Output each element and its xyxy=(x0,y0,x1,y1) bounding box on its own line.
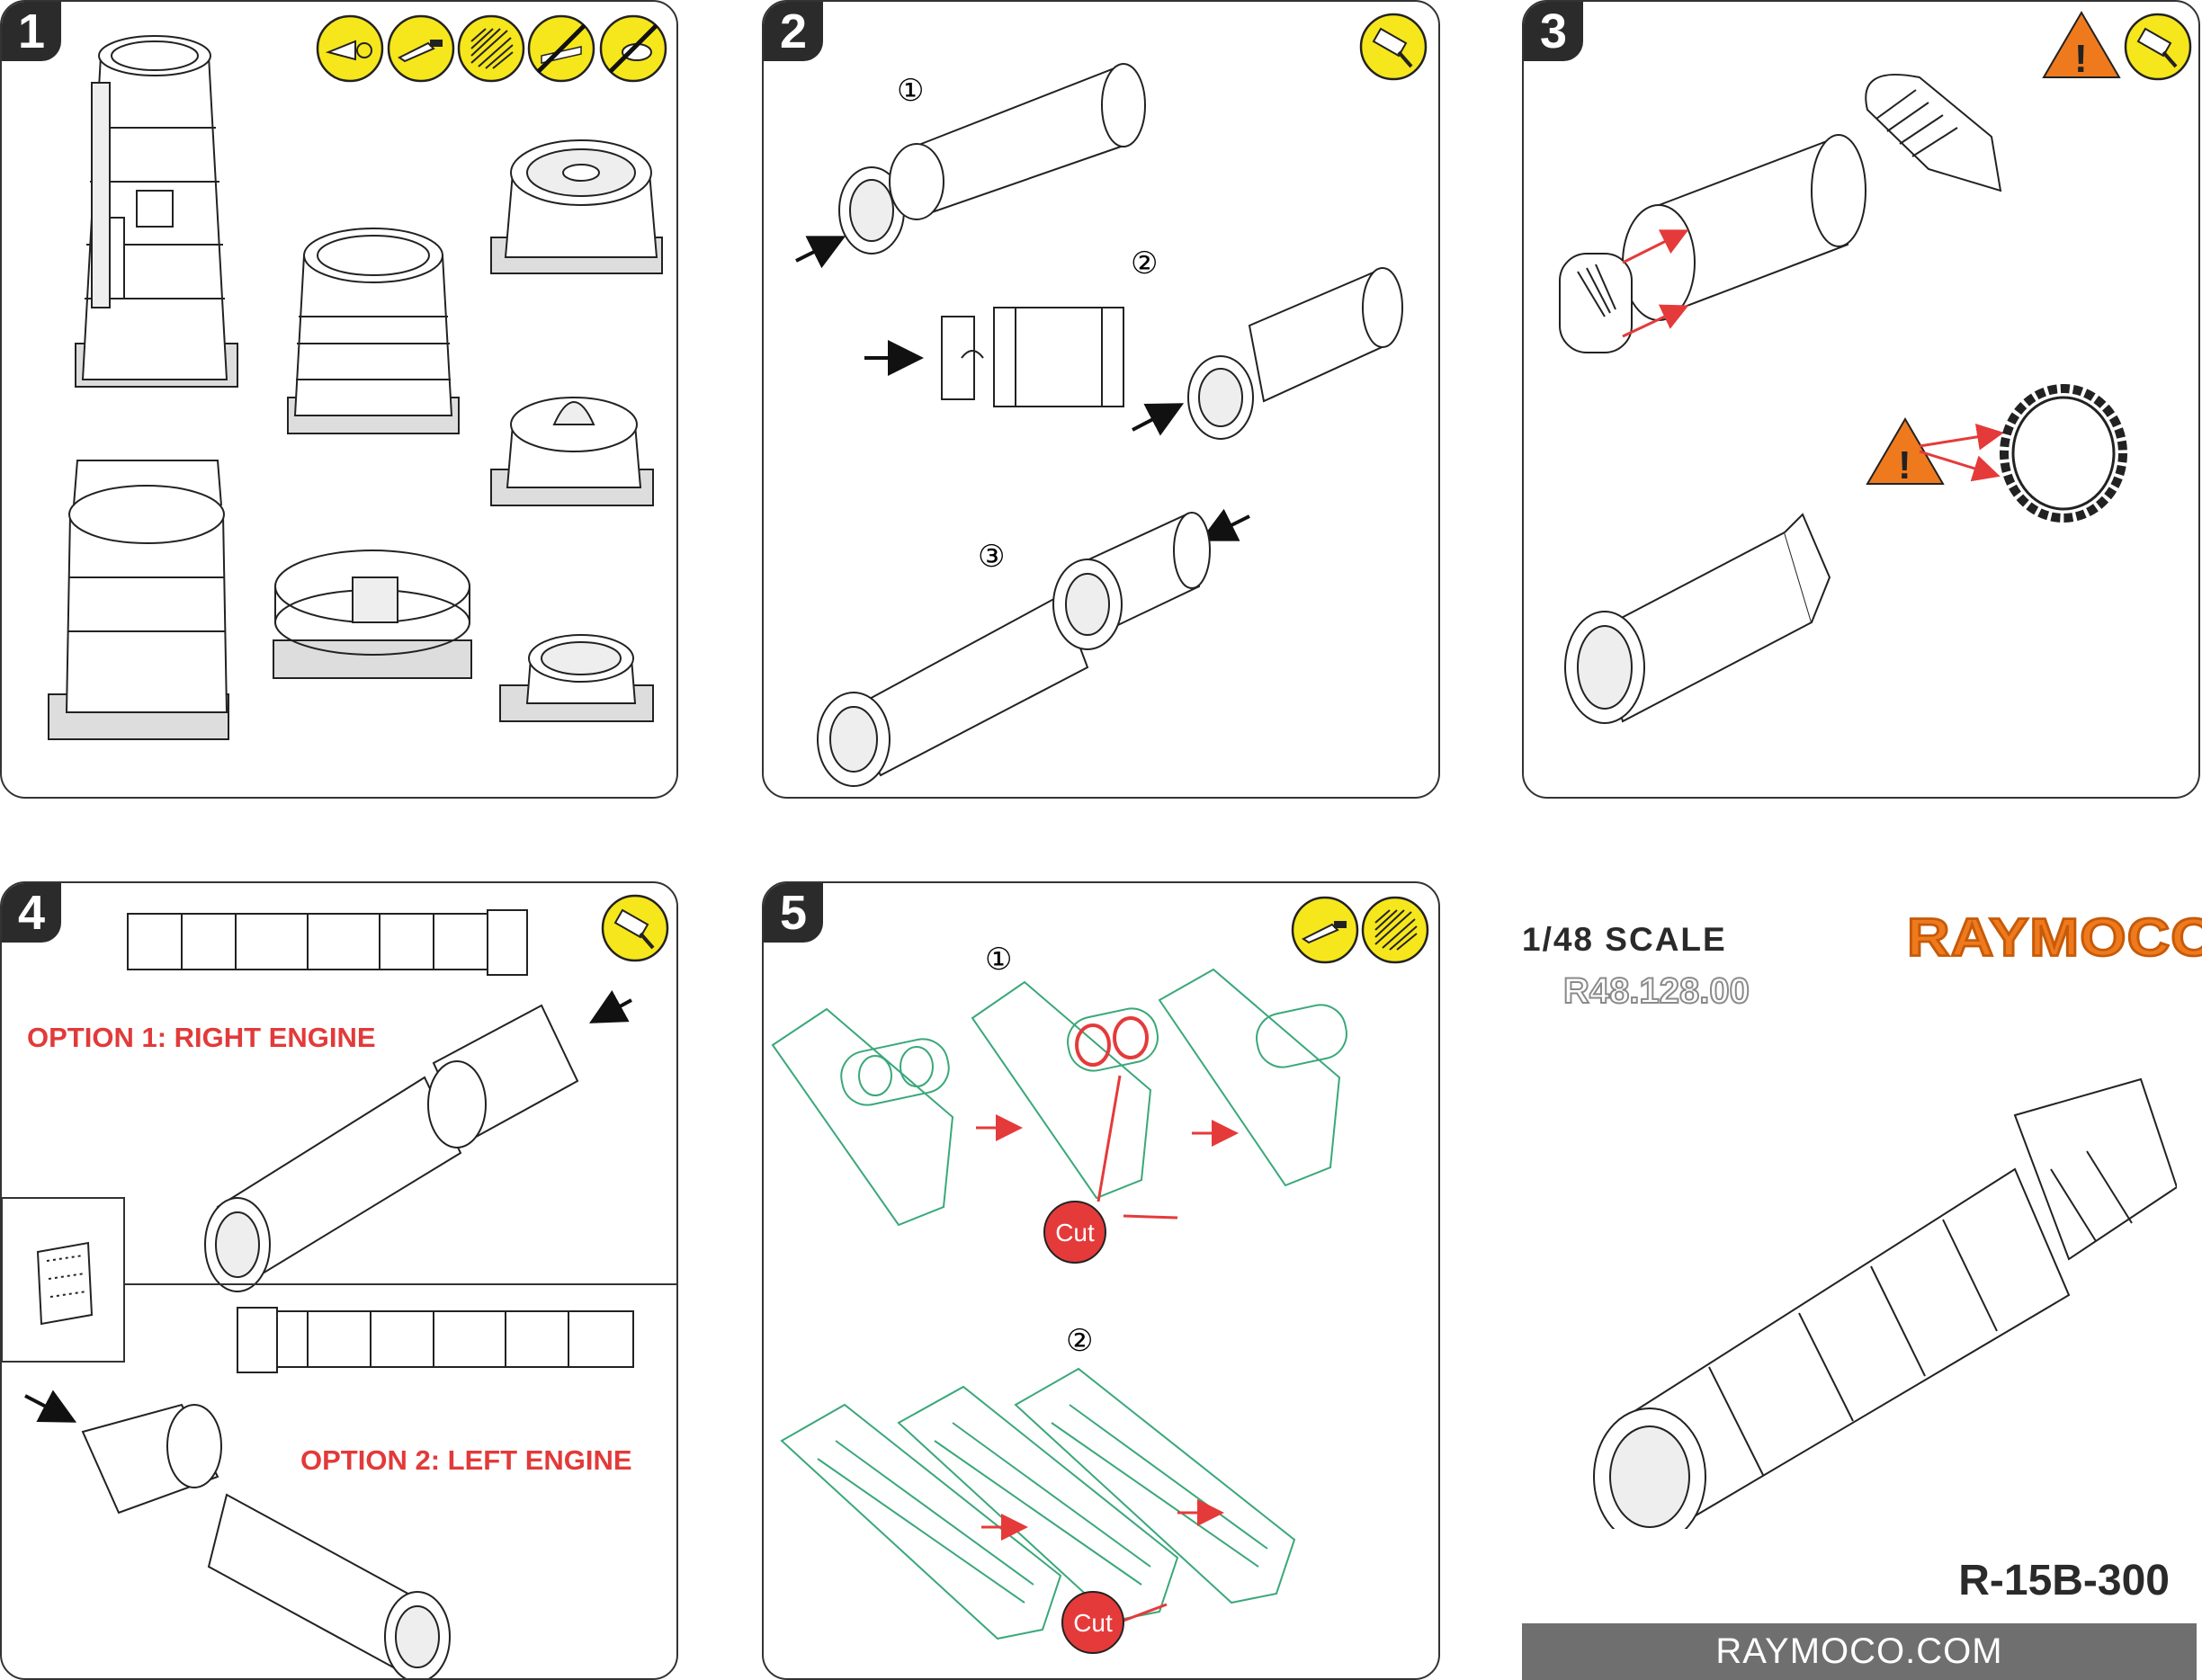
detail-inset xyxy=(2,1197,125,1363)
engine-model: R-15B-300 xyxy=(1958,1557,2170,1604)
product-code: R48.128.00 xyxy=(1562,970,1750,1012)
left-engine-exploded xyxy=(81,1403,451,1678)
step-3-illustration: ! ! xyxy=(1559,11,2192,724)
duct-part-before xyxy=(780,1403,1062,1640)
attention-arrow xyxy=(1919,423,2004,451)
substep-1-label: ① xyxy=(897,73,924,109)
step-number: 2 xyxy=(764,2,823,61)
scale-label: 1/48 SCALE xyxy=(1522,921,1727,958)
nozzle-ring-detail xyxy=(2000,384,2127,523)
insert-arrow xyxy=(1132,403,1185,436)
intake-part-before xyxy=(771,1007,954,1227)
substep-1-label: ① xyxy=(985,942,1012,978)
nose-cone-part xyxy=(490,397,654,506)
warning-icon: ! xyxy=(2042,11,2121,81)
step-1-panel: 1 xyxy=(0,0,678,799)
cut-label: Cut xyxy=(1073,1609,1113,1637)
glue-brush-icon xyxy=(2124,13,2192,81)
warning-icon: ! xyxy=(1866,417,1945,487)
attention-arrow xyxy=(1919,450,2001,482)
afterburner-section-part xyxy=(1559,134,1866,353)
small-fan-part xyxy=(499,634,654,722)
fit-arrow xyxy=(1622,229,1689,264)
hobby-knife-icon xyxy=(316,14,384,83)
step-1-illustration xyxy=(48,14,667,740)
no-saw-icon xyxy=(527,14,595,83)
step-4-panel: 4 xyxy=(0,881,678,1680)
option-2-label: OPTION 2: LEFT ENGINE xyxy=(300,1444,632,1476)
step-3-panel: 3 ! ! xyxy=(1522,0,2200,799)
right-engine-exploded xyxy=(204,1004,579,1292)
step-2-illustration: ① ② ③ xyxy=(795,13,1428,787)
step-number: 4 xyxy=(2,883,61,943)
brand-logo: RAYMOCO xyxy=(1906,906,2202,968)
afterburner-part xyxy=(48,460,229,740)
casing-part xyxy=(287,228,460,434)
glue-brush-icon xyxy=(1359,13,1428,81)
scalpel-icon xyxy=(1291,896,1359,964)
glue-brush-icon xyxy=(601,894,669,962)
flame-holder-part xyxy=(273,550,472,679)
left-engine-side-view xyxy=(237,1307,634,1373)
duct-part-cutting xyxy=(897,1385,1179,1622)
step-number: 5 xyxy=(764,883,823,943)
file-icon xyxy=(457,14,525,83)
cut-badge: Cut xyxy=(1061,1591,1124,1654)
sub2-assembly xyxy=(941,267,1403,440)
assembled-engine-illustration xyxy=(1593,1077,2177,1529)
substep-3-label: ③ xyxy=(978,539,1005,575)
sub3-assembly xyxy=(817,512,1211,787)
step-5-panel: 5 ① ② Cut xyxy=(762,881,1440,1680)
cut-pointer xyxy=(1097,1075,1122,1202)
assembled-afterburner-part xyxy=(1564,513,1831,724)
svg-text:!: ! xyxy=(1898,443,1911,487)
engine-core-part xyxy=(75,35,238,388)
no-cutter-icon xyxy=(599,14,667,83)
step-2-panel: 2 ① ② ③ xyxy=(762,0,1440,799)
sub1-assembly xyxy=(838,63,1146,255)
insert-arrow xyxy=(795,236,846,269)
cut-badge: Cut xyxy=(1043,1201,1106,1264)
intake-part-cutting xyxy=(971,980,1159,1200)
insert-arrow xyxy=(24,1390,77,1423)
step-number: 3 xyxy=(1524,2,1583,61)
intake-part-after xyxy=(1158,968,1347,1187)
step-5-illustration: ① ② Cut xyxy=(771,896,1429,1654)
substep-2-label: ② xyxy=(1131,246,1158,281)
fit-arrow xyxy=(1622,304,1689,338)
cut-pointer xyxy=(1123,1214,1178,1220)
fan-disc-part xyxy=(490,139,663,274)
step-number: 1 xyxy=(2,2,61,61)
substep-2-label: ② xyxy=(1066,1323,1093,1359)
svg-text:!: ! xyxy=(2074,37,2088,81)
right-engine-side-view xyxy=(127,909,528,976)
website-footer[interactable]: RAYMOCO.COM xyxy=(1522,1623,2197,1680)
step-4-illustration xyxy=(2,894,676,1678)
duct-part-after xyxy=(1014,1367,1296,1604)
cut-pointer xyxy=(1123,1603,1168,1622)
file-icon xyxy=(1361,896,1429,964)
scalpel-icon xyxy=(387,14,455,83)
option-1-label: OPTION 1: RIGHT ENGINE xyxy=(27,1022,376,1053)
nozzle-ring-part xyxy=(1865,74,2002,192)
cut-label: Cut xyxy=(1055,1219,1095,1247)
insert-arrow xyxy=(588,990,632,1023)
insert-arrow xyxy=(1199,508,1250,541)
